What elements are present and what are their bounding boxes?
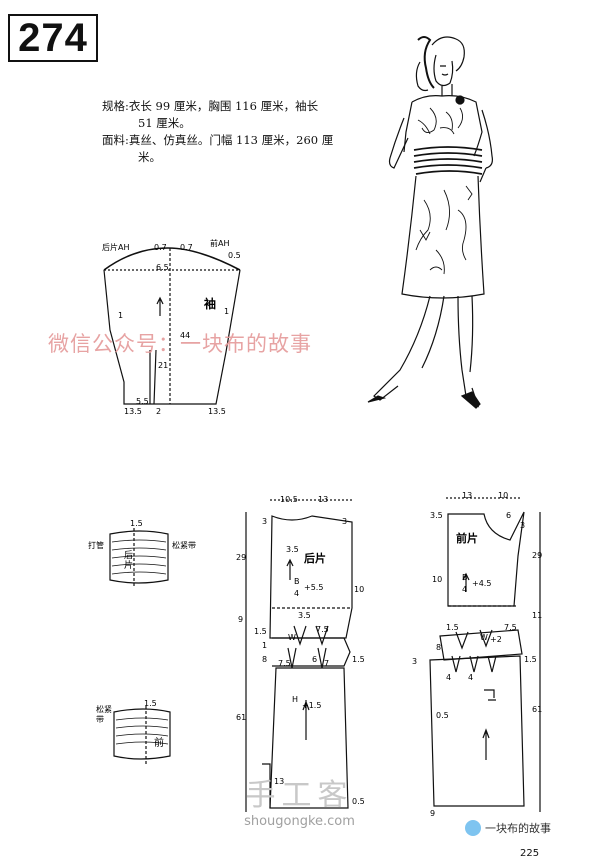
back-formula-hadd: +1.5 <box>302 701 321 710</box>
front-v4b: 4 <box>468 673 473 682</box>
back-top-w1: 10.5 <box>280 495 298 504</box>
waistband-front-label: 前 <box>154 736 164 749</box>
back-formula-b: B <box>294 577 300 586</box>
fabric-label: 面料: <box>102 133 129 147</box>
sleeve-v07a: 0.7 <box>154 243 167 252</box>
back-v29: 29 <box>236 553 246 562</box>
back-top-w2: 13 <box>318 495 328 504</box>
back-v1: 1 <box>262 641 267 650</box>
back-v35b: 3.5 <box>298 611 311 620</box>
back-v75b: 7.5 <box>278 659 291 668</box>
specification-block: 规格:衣长 99 厘米，胸围 116 厘米，袖长 51 厘米。 面料:真丝、仿真… <box>102 98 362 166</box>
spec-text-cont: 51 厘米。 <box>138 116 191 130</box>
back-v9: 9 <box>238 615 243 624</box>
front-draft <box>429 497 541 812</box>
spec-label: 规格: <box>102 99 129 113</box>
sleeve-v44: 44 <box>180 331 190 340</box>
waistband-back-label2: 片 <box>124 559 133 571</box>
back-v35: 3.5 <box>286 545 299 554</box>
front-v3b: 3 <box>412 657 417 666</box>
back-formula-div: 4 <box>294 589 299 598</box>
waistband-label-a1: 打管 <box>88 540 104 550</box>
back-v8: 8 <box>262 655 267 664</box>
back-v10: 10 <box>354 585 364 594</box>
front-v3: 3 <box>520 521 525 530</box>
back-v3a: 3 <box>262 517 267 526</box>
front-v61: 61 <box>532 705 542 714</box>
front-v35: 3.5 <box>430 511 443 520</box>
back-formula-add: +5.5 <box>304 583 323 592</box>
front-formula-div: 4 <box>462 585 467 594</box>
back-v13: 13 <box>274 777 284 786</box>
fabric-text-cont: 米。 <box>138 150 161 164</box>
back-v15c: 1.5 <box>352 655 365 664</box>
corner-page-number: 225 <box>520 848 540 859</box>
front-v8: 8 <box>436 643 441 652</box>
sleeve-v65: 6.5 <box>156 263 169 272</box>
front-top-w1: 13 <box>462 491 472 500</box>
site-watermark: 手工客 shougongke.com <box>232 778 367 830</box>
front-v6: 6 <box>506 511 511 520</box>
wechat-icon <box>465 820 481 836</box>
front-v4a: 4 <box>446 673 451 682</box>
back-ah-label: 后片AH <box>102 242 130 252</box>
waistband-label-b2: 带 <box>96 715 104 724</box>
back-v75a: 7.5 <box>316 625 329 634</box>
site-watermark-url: shougongke.com <box>244 814 355 829</box>
wechat-watermark: 微信公众号：一块布的故事 <box>48 332 312 356</box>
back-draft <box>245 499 353 812</box>
back-formula-w: W <box>288 633 296 642</box>
back-v3b: 3 <box>342 517 347 526</box>
back-formula-h: H <box>292 695 298 704</box>
front-formula-add: +4.5 <box>472 579 491 588</box>
front-top-w2: 10 <box>498 491 508 500</box>
back-v6: 6 <box>312 655 317 664</box>
sleeve-v21: 21 <box>158 361 168 370</box>
back-title: 后片 <box>304 551 326 565</box>
front-v15b: 1.5 <box>524 655 537 664</box>
site-watermark-title: 手工客 <box>245 778 354 813</box>
front-v15: 1.5 <box>446 623 459 632</box>
front-v05: 0.5 <box>436 711 449 720</box>
back-v05: 0.5 <box>352 797 365 806</box>
front-v11: 11 <box>532 611 542 620</box>
back-v61: 61 <box>236 713 246 722</box>
waistband-v15b: 1.5 <box>144 699 157 708</box>
front-formula-w: W <box>480 633 488 642</box>
sleeve-v07b: 0.7 <box>180 243 193 252</box>
front-title: 前片 <box>456 531 478 545</box>
waistband-label-a2: 松紧 <box>96 704 112 714</box>
sleeve-draft <box>103 247 241 405</box>
sleeve-v55: 5.5 <box>136 397 149 406</box>
wechat-badge-label: 一块布的故事 <box>485 822 551 835</box>
fashion-illustration <box>367 36 493 409</box>
back-v7: 7 <box>324 659 329 668</box>
waistband-back-label: 后 <box>124 550 133 561</box>
spec-text: 衣长 99 厘米，胸围 116 厘米，袖长 <box>128 99 319 113</box>
front-formula-wadd: +2 <box>490 635 502 644</box>
sleeve-v135b: 13.5 <box>208 407 226 416</box>
sleeve-title: 袖 <box>204 296 216 311</box>
wechat-badge: 一块布的故事 <box>465 820 551 836</box>
front-v29: 29 <box>532 551 542 560</box>
sleeve-v135a: 13.5 <box>124 407 142 416</box>
page-number: 274 <box>8 14 98 62</box>
sleeve-v1a: 1 <box>118 311 123 320</box>
waistband-v15a: 1.5 <box>130 519 143 528</box>
sleeve-v05: 0.5 <box>228 251 241 260</box>
front-formula-b: B <box>462 573 468 582</box>
front-v75: 7.5 <box>504 623 517 632</box>
front-ah-label: 前AH <box>210 238 230 248</box>
sleeve-v2: 2 <box>156 407 161 416</box>
sleeve-v1b: 1 <box>224 307 229 316</box>
waistband-label-b1: 松紧带 <box>172 540 196 550</box>
waistband-pieces <box>109 528 171 764</box>
front-v10: 10 <box>432 575 442 584</box>
front-v9: 9 <box>430 809 435 818</box>
fabric-text: 真丝、仿真丝。门幅 113 厘米，260 厘 <box>128 133 334 147</box>
back-v15: 1.5 <box>254 627 267 636</box>
